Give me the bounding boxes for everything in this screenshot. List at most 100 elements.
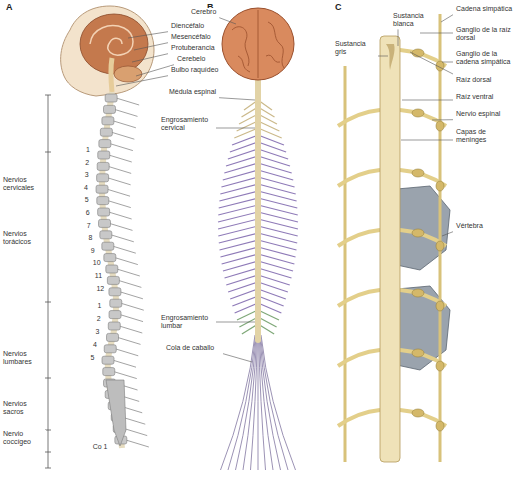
gray-matter-shape xyxy=(386,44,395,70)
vertebra-number: 3 xyxy=(95,328,101,336)
vertebra-shape xyxy=(102,356,114,364)
cerebellum-shape xyxy=(114,66,142,82)
vertebra-shape xyxy=(110,299,122,307)
vertebra-number: 7 xyxy=(86,222,92,230)
part-label: Cerebro xyxy=(190,8,217,16)
nerve-group-label: Nervios lumbares xyxy=(2,350,46,365)
nerve-group-label: Nervios torácicos xyxy=(2,230,46,245)
vertebra-shape xyxy=(104,345,116,353)
sympathetic-chain xyxy=(439,14,442,462)
cauda-nerve xyxy=(221,335,256,470)
vertebra-number: 1 xyxy=(85,146,91,154)
brainstem-shape xyxy=(111,58,112,92)
part-label: Sustancia gris xyxy=(334,40,376,55)
vertebra-shape xyxy=(107,276,119,284)
leader-line xyxy=(442,232,453,236)
vertebra-shape xyxy=(103,368,115,376)
leader-line xyxy=(420,33,453,34)
chain-ganglion xyxy=(436,361,444,371)
brain-shape xyxy=(222,8,294,80)
spinal-nerve xyxy=(338,230,380,246)
leader-line xyxy=(136,65,174,76)
bracket-tick xyxy=(45,302,51,303)
group-bracket xyxy=(48,95,49,468)
chain-ganglion xyxy=(436,421,444,431)
brain-gyrus xyxy=(266,55,280,62)
dorsal-root-ganglion xyxy=(412,349,424,357)
vertebra-shape xyxy=(108,322,120,330)
vertebra-number: 9 xyxy=(90,247,96,255)
part-label: Mesencéfalo xyxy=(170,33,212,41)
vertebra-number: 2 xyxy=(96,315,102,323)
spinal-nerve xyxy=(115,258,138,265)
spinal-nerve xyxy=(118,337,141,344)
vertebra-shape xyxy=(105,94,117,102)
leader-line xyxy=(219,18,236,24)
vertebra-number: 10 xyxy=(92,259,102,267)
spinal-nerve xyxy=(111,235,134,242)
vertebra-shape xyxy=(97,162,109,170)
panel-b-figure xyxy=(218,8,298,470)
spinal-nerve xyxy=(108,178,131,185)
spinal-nerve xyxy=(338,170,380,186)
leader-line xyxy=(402,100,453,101)
cauda-nerve xyxy=(251,335,258,470)
vertebra-number: 4 xyxy=(92,341,98,349)
chain-ganglion xyxy=(436,301,444,311)
panel-letter: C xyxy=(334,3,343,13)
part-label: Raíz dorsal xyxy=(455,76,519,84)
vertebra-number: 5 xyxy=(84,196,90,204)
sympathetic-chain xyxy=(344,66,347,462)
chain-ganglion xyxy=(436,241,444,251)
spinal-nerve xyxy=(338,290,380,306)
part-label: Cadena simpática xyxy=(455,5,519,13)
part-label: Engrosamiento cervical xyxy=(160,116,214,131)
vertebra-shape xyxy=(97,174,109,182)
spinal-nerve xyxy=(110,223,133,230)
part-label: Vértebra xyxy=(455,222,519,230)
leader-line xyxy=(134,43,168,50)
leader-line xyxy=(441,15,453,22)
part-label: Ganglio de la raíz dorsal xyxy=(455,26,519,41)
chain-ganglion xyxy=(436,121,444,131)
part-label: Nervio espinal xyxy=(455,110,519,118)
spinal-nerve xyxy=(338,110,380,126)
vertebra-shape xyxy=(104,105,116,113)
vertebra-number: 4 xyxy=(83,184,89,192)
vertebra-shape xyxy=(102,117,114,125)
vertebra-shape xyxy=(96,185,108,193)
nerve-group-label: Nervios sacros xyxy=(2,400,46,415)
leader-line xyxy=(216,322,255,323)
spinal-nerve xyxy=(338,410,380,426)
nerve-group-label: Nervio coccígeo xyxy=(2,430,46,445)
leader-line xyxy=(128,32,168,38)
vertebra-number: 1 xyxy=(97,302,103,310)
panel-letter: A xyxy=(5,3,14,13)
vertebra-number: 8 xyxy=(87,234,93,242)
vertebra-shape xyxy=(106,265,118,273)
spinal-nerve xyxy=(121,303,144,310)
vertebra-shape xyxy=(104,254,116,262)
dorsal-root-ganglion xyxy=(412,229,424,237)
part-label: Sustancia blanca xyxy=(392,12,438,27)
brain-gyrus xyxy=(238,56,250,72)
leader-line xyxy=(432,119,453,120)
spinal-cord xyxy=(380,36,400,462)
vertebra-shape xyxy=(97,197,109,205)
vertebra-number: 11 xyxy=(94,272,103,280)
spinal-nerve xyxy=(118,280,141,287)
spinal-nerve xyxy=(109,155,132,162)
spinal-nerve xyxy=(115,109,138,116)
spinal-nerve xyxy=(111,132,134,139)
vertebra-shape xyxy=(107,333,119,341)
vertebra-shape xyxy=(98,151,110,159)
leader-line xyxy=(401,140,453,141)
cauda-nerve xyxy=(258,335,259,470)
spinal-nerve xyxy=(117,269,140,276)
leader-line xyxy=(223,354,252,362)
spinal-nerve xyxy=(124,429,147,436)
brain-gyrus xyxy=(258,10,259,78)
